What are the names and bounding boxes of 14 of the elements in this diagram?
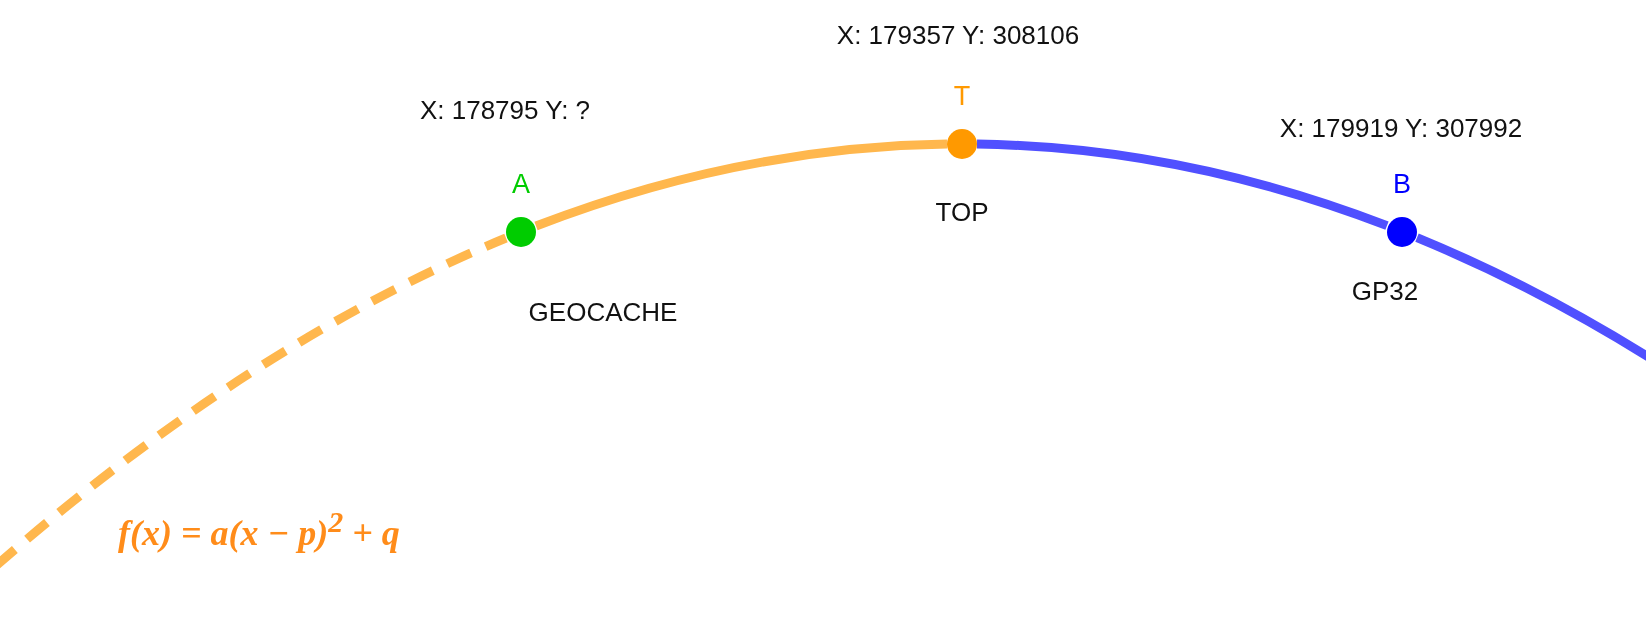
place-label: TOP	[935, 197, 989, 227]
curve-segment	[0, 233, 508, 571]
curve-segment	[1415, 233, 1646, 362]
point-letter: B	[1392, 168, 1412, 199]
place-label: GEOCACHE	[528, 297, 678, 327]
place-label: GP32	[1351, 276, 1419, 306]
formula: f(x) = a(x − p)$^{2}$ + q	[118, 505, 400, 554]
coordinate-label: X: 179357 Y: 308106	[836, 20, 1080, 50]
curve-segment	[976, 139, 1389, 230]
point-letter: A	[511, 168, 531, 199]
coordinate-label: X: 179919 Y: 307992	[1279, 113, 1523, 143]
curve-segment	[534, 139, 948, 231]
coordinate-label: X: 178795 Y: ?	[419, 95, 591, 125]
point-letter: T	[952, 81, 972, 111]
